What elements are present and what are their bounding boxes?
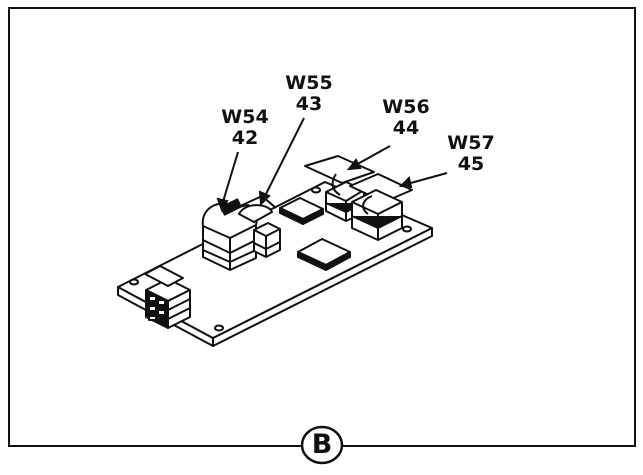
mounting-hole [214,324,224,332]
callout-ref: W57 [447,132,495,154]
callout-ref: W54 [221,106,269,128]
circuit-board [117,155,433,347]
leader-w56 [353,145,391,167]
callout-item: 44 [392,117,420,139]
terminal-connector [145,278,191,329]
mounting-hole [129,278,139,286]
arrowhead-w56 [346,158,362,171]
callout-w55: W55 43 [284,73,334,115]
leader-lines [216,117,448,213]
view-letter: B [311,429,333,460]
arrowhead-w57 [398,176,413,189]
figure-frame [8,7,636,447]
leader-w55 [263,117,305,199]
jumper-w56 [304,155,375,222]
ic-chip-upper [279,197,324,225]
arrowhead-w54 [216,197,229,213]
callout-ref: W55 [285,72,333,94]
view-letter-circle [300,425,344,465]
ic-chip-center [297,238,351,271]
callout-ref: W56 [382,96,430,118]
callout-item: 42 [231,127,259,149]
callout-item: 43 [295,93,323,115]
callout-item: 45 [457,153,485,175]
callout-w56: W56 44 [381,97,431,139]
arrowhead-w55 [258,190,271,207]
mounting-hole [402,225,412,233]
mounting-hole [311,186,321,194]
connector-pad [144,265,184,287]
jumper-w55 [237,195,281,258]
callout-w54: W54 42 [220,107,270,149]
jumper-w57 [349,173,413,241]
leader-w57 [406,172,448,185]
callout-w57: W57 45 [446,133,496,175]
leader-w54 [221,151,239,206]
